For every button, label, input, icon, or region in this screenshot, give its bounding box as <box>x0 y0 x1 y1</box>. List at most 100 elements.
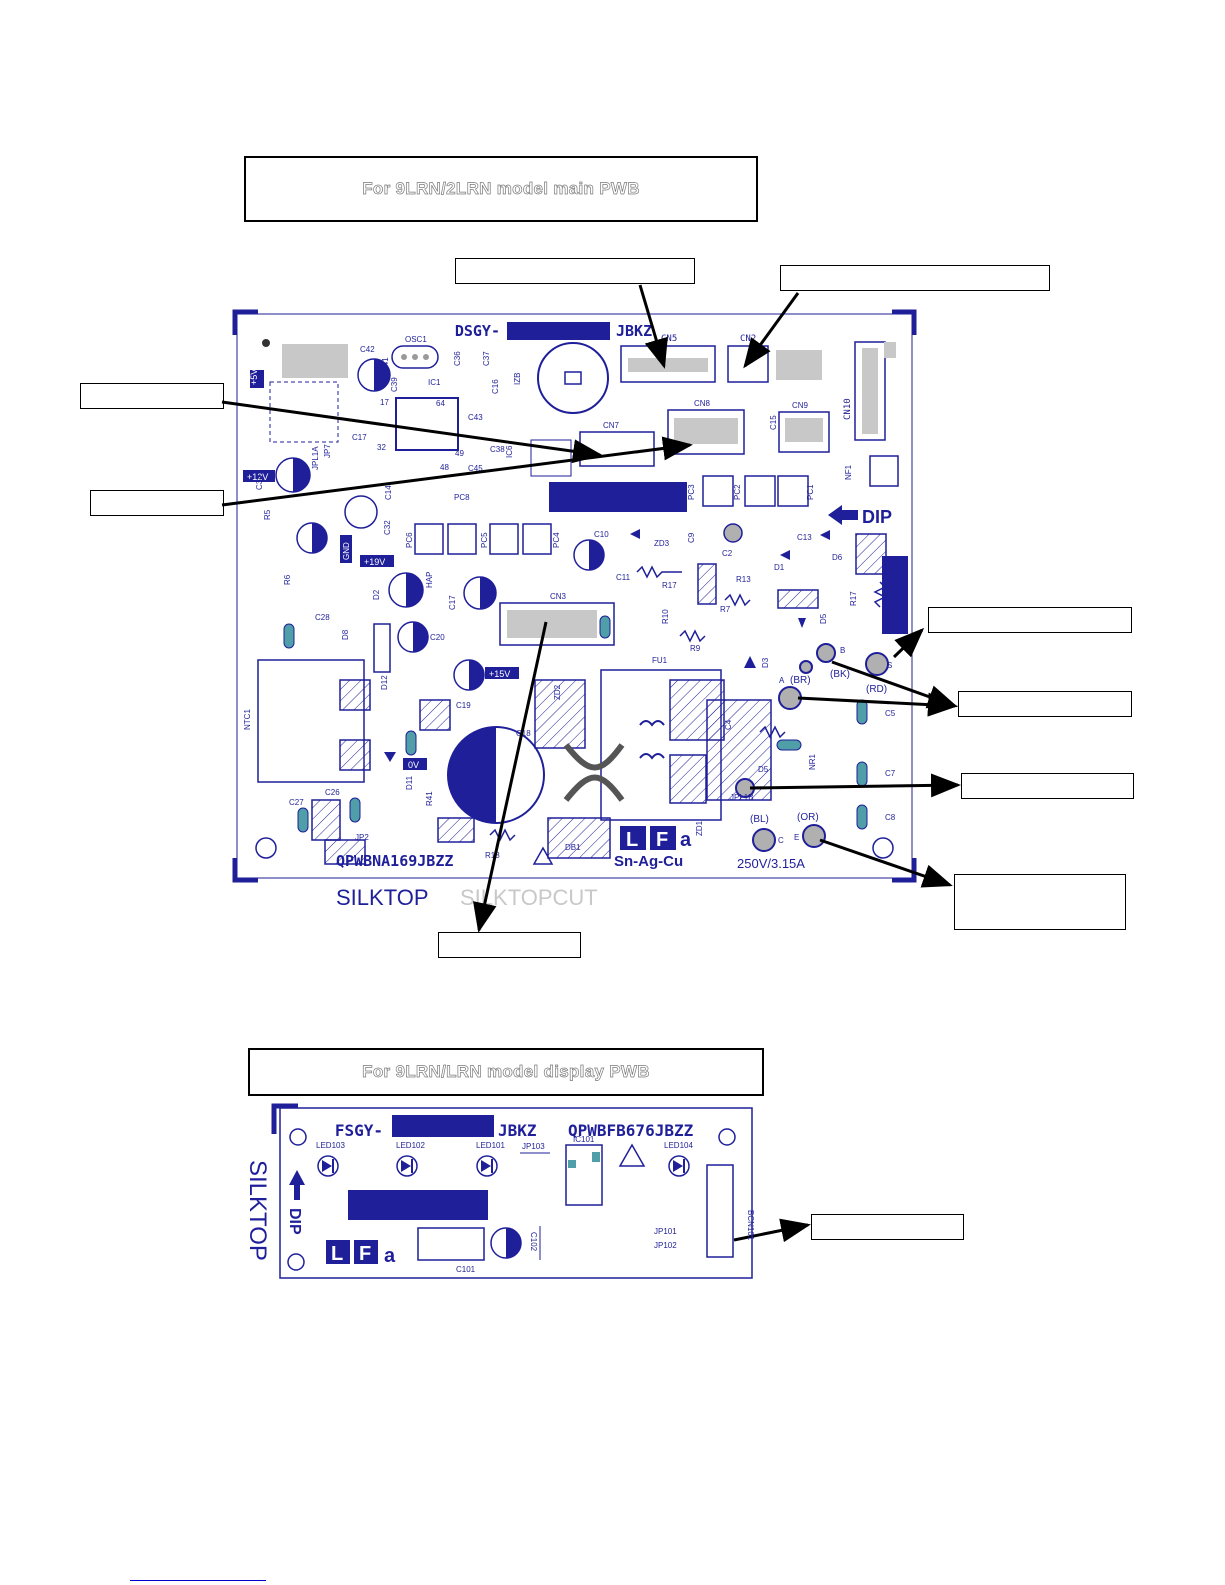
main-pwb-code: QPWBNA169JBZZ <box>336 852 453 870</box>
svg-text:R7: R7 <box>720 605 731 614</box>
svg-text:BCN101: BCN101 <box>746 1210 755 1241</box>
display-id-blackout <box>392 1115 494 1137</box>
connector-cn8 <box>667 409 745 455</box>
svg-text:C13: C13 <box>797 533 812 542</box>
svg-text:C17: C17 <box>352 433 367 442</box>
display-dip-label: DIP <box>286 1208 303 1235</box>
svg-text:LED102: LED102 <box>396 1141 425 1150</box>
main-solder: Sn-Ag-Cu <box>614 853 683 870</box>
wire-br: (BR) <box>790 675 811 686</box>
connector-cn10 <box>854 341 896 441</box>
callout-cn2 <box>780 265 1050 291</box>
svg-text:LED101: LED101 <box>476 1141 505 1150</box>
svg-text:D12: D12 <box>380 675 389 690</box>
svg-text:IC101: IC101 <box>573 1135 595 1144</box>
main-lfa-a: a <box>680 829 692 851</box>
svg-text:NR1: NR1 <box>808 753 817 770</box>
osc1-body <box>391 345 439 369</box>
callout-s-terminal <box>928 607 1132 633</box>
main-lfa-l: L <box>626 829 638 851</box>
ic101-body <box>565 1144 603 1206</box>
svg-text:ZD3: ZD3 <box>654 539 670 548</box>
svg-text:C10: C10 <box>594 530 609 539</box>
svg-text:C15: C15 <box>769 415 778 430</box>
pc3-body <box>702 475 734 507</box>
svg-text:PC6: PC6 <box>405 532 414 548</box>
pc1-body <box>777 475 809 507</box>
main-lfa-f: F <box>656 829 668 851</box>
terminal-s <box>865 652 889 676</box>
svg-text:C4: C4 <box>724 719 733 730</box>
svg-text:ZD2: ZD2 <box>553 684 562 700</box>
main-pwb-title: For 9LRN/2LRN model main PWB <box>362 179 640 199</box>
svg-text:D6: D6 <box>832 553 843 562</box>
izb-label: IZB <box>513 373 522 385</box>
svg-text:R6: R6 <box>283 574 292 585</box>
svg-text:JPL1B: JPL1B <box>730 793 754 802</box>
display-silktop: SILKTOP <box>244 1160 271 1261</box>
svg-text:C19: C19 <box>456 701 471 710</box>
pc4-body <box>522 523 552 555</box>
svg-text:JP2: JP2 <box>355 833 369 842</box>
display-lfa-f: F <box>359 1243 371 1265</box>
svg-text:PC2: PC2 <box>733 484 742 500</box>
pc8-body <box>447 523 477 555</box>
terminal-a <box>778 686 802 710</box>
svg-text:C: C <box>778 836 784 845</box>
main-dip-label: DIP <box>862 507 892 527</box>
blackout-1 <box>549 482 687 512</box>
svg-text:R5: R5 <box>263 509 272 520</box>
svg-text:S: S <box>887 661 892 670</box>
main-silktop: SILKTOP <box>336 885 429 910</box>
callout-cn8 <box>90 490 224 516</box>
nf1-outline <box>600 669 722 821</box>
display-blackout <box>348 1190 488 1220</box>
svg-text:LED104: LED104 <box>664 1141 693 1150</box>
svg-text:49: 49 <box>455 449 464 458</box>
svg-text:R9: R9 <box>690 644 701 653</box>
rail-15v: +15V <box>489 669 510 679</box>
svg-text:FU1: FU1 <box>652 656 668 665</box>
svg-text:32: 32 <box>377 443 386 452</box>
connector-cn5 <box>620 345 716 383</box>
ic6-label: IC6 <box>505 445 514 458</box>
svg-text:A: A <box>779 676 785 685</box>
display-pwb-title: For 9LRN/LRN model display PWB <box>362 1062 650 1082</box>
svg-text:C20: C20 <box>430 633 445 642</box>
terminal-b <box>816 643 836 663</box>
rail-5v: +5V <box>249 369 259 385</box>
svg-text:C11: C11 <box>616 573 631 582</box>
display-pwb-code: QPWBFB676JBZZ <box>568 1121 694 1140</box>
svg-text:JP103: JP103 <box>522 1142 545 1151</box>
svg-text:NTC1: NTC1 <box>243 709 252 730</box>
connector-top-left <box>282 344 348 378</box>
terminal-c <box>752 828 776 852</box>
dip-arrow-icon <box>828 505 858 525</box>
svg-text:C36: C36 <box>453 351 462 366</box>
callout-e-terminal <box>954 874 1126 930</box>
main-fuse-rating: 250V/3.15A <box>737 856 805 871</box>
svg-text:D11: D11 <box>405 775 414 790</box>
svg-text:LED103: LED103 <box>316 1141 345 1150</box>
svg-text:PC5: PC5 <box>480 532 489 548</box>
svg-text:C27: C27 <box>289 798 304 807</box>
wire-bk: (BK) <box>830 669 850 680</box>
svg-text:PC8: PC8 <box>454 493 470 502</box>
main-pwb-title-box: For 9LRN/2LRN model main PWB <box>244 156 758 222</box>
svg-text:D2: D2 <box>372 589 381 600</box>
svg-text:C41: C41 <box>381 357 390 372</box>
rail-0v: 0V <box>408 760 419 770</box>
connector-cn3 <box>499 602 615 646</box>
cn2-label: CN2 <box>740 334 756 344</box>
board-id-blackout <box>507 322 610 340</box>
svg-text:PC1: PC1 <box>806 484 815 500</box>
display-pwb-title-box: For 9LRN/LRN model display PWB <box>248 1048 764 1096</box>
svg-text:R18: R18 <box>485 851 500 860</box>
svg-text:PC3: PC3 <box>687 484 696 500</box>
rail-19v: +19V <box>364 557 385 567</box>
pc6-body <box>414 523 444 555</box>
svg-text:C5: C5 <box>885 709 896 718</box>
svg-text:JP7: JP7 <box>323 444 332 458</box>
main-board-suffix: JBKZ <box>616 322 652 340</box>
